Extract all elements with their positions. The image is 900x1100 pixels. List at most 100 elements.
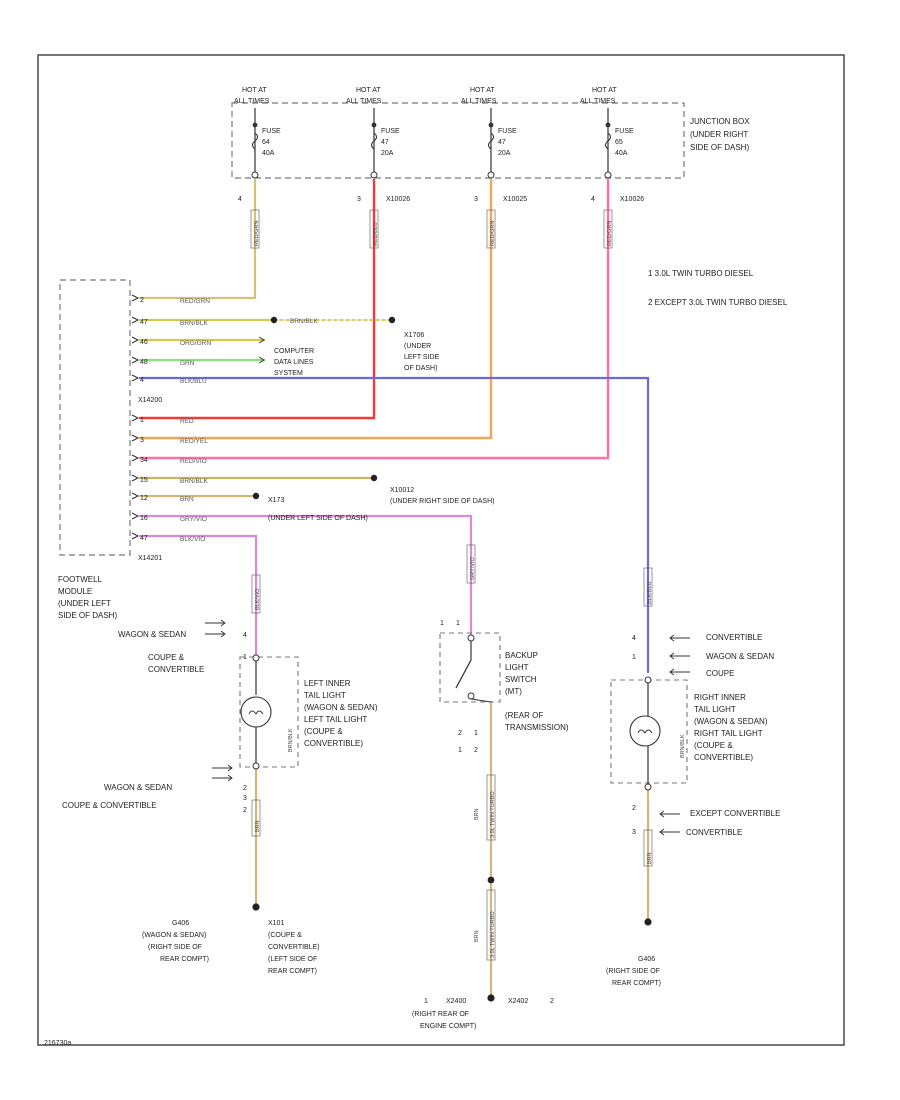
hot-at-label: HOT AT: [356, 87, 381, 94]
diagram-text: 34: [140, 457, 148, 464]
diagram-text: RED/GRN: [180, 298, 210, 305]
lamp-label-line: TAIL LIGHT: [304, 691, 346, 700]
diagram-shape: [486, 209, 496, 249]
lamp-label-line: (COUPE &: [304, 727, 343, 736]
variant-pin: 2: [243, 807, 247, 814]
diagram-text: BRN: [180, 496, 194, 503]
diagram-shape: [251, 574, 261, 614]
diagram-text: RED: [180, 418, 194, 425]
ground-label-line: X101: [268, 920, 284, 927]
arrow-computer: [258, 336, 265, 344]
diagram-shape: [669, 634, 690, 642]
ground-label-line: CONVERTIBLE): [268, 944, 320, 951]
diagram-shape: [131, 336, 140, 344]
wire-label: 3.0L TWIN TURBO: [490, 791, 496, 838]
junction-box-label-line: SIDE OF DASH): [690, 143, 749, 152]
diagram-shape: [637, 729, 653, 734]
diagram-text: ORG/GRN: [180, 340, 211, 347]
fuse-word: FUSE: [262, 128, 281, 135]
lamp-label-line: (WAGON & SEDAN): [304, 703, 378, 712]
ground-connector: X2402: [508, 998, 528, 1005]
wire-label: BRN: [474, 930, 480, 942]
diagram-id: 216730a: [44, 1040, 71, 1047]
diagram-shape: [239, 656, 299, 768]
diagram-text: 16: [140, 515, 148, 522]
variant-pin: 1: [243, 654, 247, 661]
variant-pin: 4: [632, 635, 636, 642]
fuse-word: FUSE: [498, 128, 517, 135]
wire-label: GRY/VIO: [470, 556, 476, 580]
footwell-module-label: FOOTWELL MODULE (UNDER LEFT SIDE OF DASH…: [58, 397, 162, 620]
ground-label-line: REAR COMPT): [612, 980, 661, 987]
switch-blade: [455, 659, 472, 689]
lamp-label-line: RIGHT INNER: [694, 693, 746, 702]
wire-label: RED/GRN: [607, 221, 613, 246]
diagram-shape: [252, 122, 258, 128]
diagram-frame: [37, 54, 845, 1046]
switch-pin: 2: [458, 730, 462, 737]
diagram-text: GRN: [180, 360, 195, 367]
ground-dot: [252, 903, 260, 911]
fuse-connector: X10025: [503, 196, 527, 203]
diagram-shape: [659, 810, 680, 818]
ground-label-line: (COUPE &: [268, 932, 302, 939]
variant-text: WAGON & SEDAN: [104, 783, 172, 792]
ground-label-line: X2400: [446, 998, 466, 1005]
wires: [138, 178, 650, 999]
x10012-label-line: X10012: [390, 487, 414, 494]
module-label-line: FOOTWELL: [58, 575, 103, 584]
diagram-shape: [251, 171, 259, 179]
fuse-word: FUSE: [381, 128, 400, 135]
hot-at-label: ALL TIMES: [580, 98, 616, 105]
wire-pink-fuse4: [138, 178, 610, 460]
ground-label-line: (RIGHT SIDE OF: [606, 968, 660, 975]
wire-label: BRN: [474, 808, 480, 820]
note-1: 1 3.0L TWIN TURBO DIESEL: [648, 269, 754, 278]
fuse-amps: 20A: [498, 150, 511, 157]
splice-dot: [388, 316, 396, 324]
junction-box-outline: [231, 102, 685, 179]
diagram-shape: [131, 294, 140, 302]
lamp-label-line: (COUPE &: [694, 741, 733, 750]
wire-label: BRN: [255, 820, 261, 832]
fuse-pin: 3: [474, 196, 478, 203]
diagram-shape: [605, 122, 611, 128]
wire-label: BLK/VIO: [255, 588, 261, 610]
switch-label-line: TRANSMISSION): [505, 723, 569, 732]
bulb-icon: [629, 715, 661, 747]
diagram-shape: [371, 122, 377, 128]
note-2: 2 EXCEPT 3.0L TWIN TURBO DIESEL: [648, 298, 788, 307]
diagram-shape: [205, 630, 226, 638]
diagram-shape: [643, 829, 653, 867]
switch-label-line: LIGHT: [505, 663, 529, 672]
variant-text: COUPE & CONVERTIBLE: [62, 801, 157, 810]
fuse-number: 47: [498, 139, 506, 146]
diagram-shape: [131, 454, 140, 462]
diagram-shape: [467, 692, 475, 700]
switch-label-line: (REAR OF: [505, 711, 543, 720]
variant-pin: 4: [243, 632, 247, 639]
fuse-3: HOT AT ALL TIMES FUSE 47 20A 3 X10025: [461, 87, 527, 203]
diagram-shape: [603, 209, 613, 249]
diagram-shape: [252, 654, 260, 662]
diagram-shape: [131, 414, 140, 422]
switch-label-line: (MT): [505, 687, 522, 696]
variant-text: CONVERTIBLE: [686, 828, 742, 837]
footwell-module-outline: [59, 279, 131, 556]
x1706-label-line: LEFT SIDE: [404, 354, 440, 361]
right-tail-lamp: BRN/BLK RIGHT INNER TAIL LIGHT (WAGON & …: [606, 633, 780, 987]
variant-pin: 1: [632, 654, 636, 661]
wire-gry-vio: [138, 514, 473, 638]
diagram-shape: [439, 632, 501, 703]
switch-label-line: SWITCH: [505, 675, 537, 684]
variant-text: WAGON & SEDAN: [118, 630, 186, 639]
diagram-text: 47: [140, 535, 148, 542]
